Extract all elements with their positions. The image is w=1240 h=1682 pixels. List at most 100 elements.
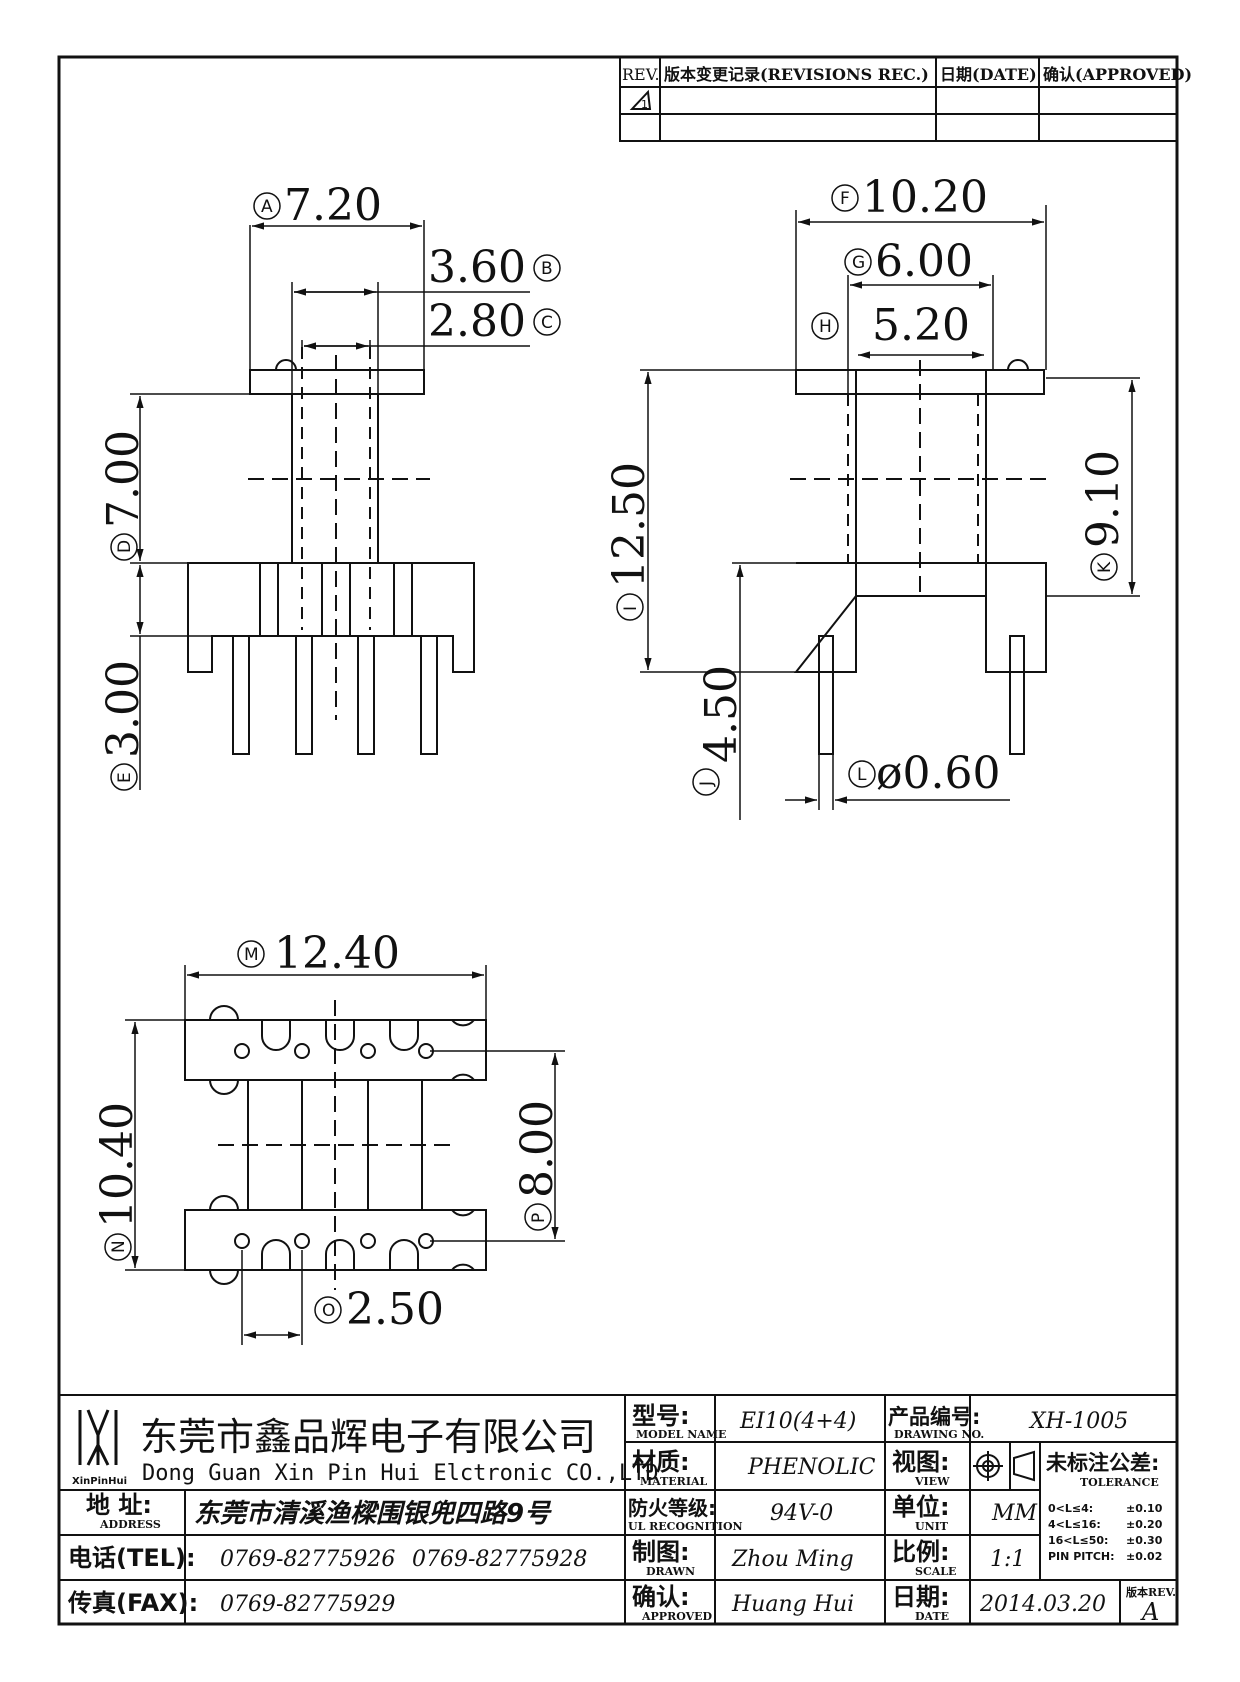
bottom-view-dimensions [125,965,565,1345]
side-view [790,359,1050,755]
svg-text:F: F [840,189,850,209]
svg-text:M: M [244,945,259,965]
svg-text:9.10: 9.10 [1078,450,1129,548]
flame-label: 防火等级: [628,1496,716,1520]
svg-text:12.40: 12.40 [274,928,400,979]
svg-text:2.80: 2.80 [428,296,526,347]
svg-text:H: H [819,317,832,337]
bottom-view [184,1000,487,1290]
company-logo [78,1409,118,1466]
fax-label: 传真(FAX): [67,1589,198,1617]
front-view [187,347,475,755]
svg-text:3.60: 3.60 [428,242,526,293]
fax-value: 0769-82775929 [220,1592,395,1617]
svg-text:C: C [541,313,553,333]
drawn-label-en: DRAWN [646,1565,695,1578]
tel-value-2: 0769-82775928 [412,1547,587,1572]
date-label: 日期: [892,1583,950,1611]
svg-text:B: B [541,259,553,279]
drawn-value: Zhou Ming [731,1547,854,1572]
svg-text:12.50: 12.50 [604,462,655,588]
revision-approved-header: 确认(APPROVED) [1043,65,1192,84]
scale-value: 1:1 [990,1547,1025,1572]
material-label-en: MATERIAL [640,1475,708,1488]
revision-mark: 1 [641,98,648,111]
dim-J: J 4.50 [692,665,747,796]
tel-label: 电话(TEL): [68,1544,196,1572]
tolerance-label: 未标注公差: [1046,1451,1159,1475]
company-name-cn: 东莞市鑫品辉电子有限公司 [140,1415,596,1459]
tolerance-label-en: TOLERANCE [1080,1476,1159,1489]
address-label: 地 址: [86,1491,152,1519]
svg-text:N: N [109,1240,129,1253]
svg-text:E: E [115,772,135,783]
rev-header: REV. [622,65,660,84]
dim-I: I 12.50 [604,462,655,621]
svg-text:±0.02: ±0.02 [1126,1550,1162,1563]
dim-L: L ø0.60 [848,748,1000,799]
approved-label: 确认: [632,1583,690,1611]
dim-K: K 9.10 [1078,450,1129,581]
svg-text:K: K [1095,561,1115,573]
scale-label: 比例: [892,1538,950,1566]
svg-text:2.50: 2.50 [346,1284,444,1335]
tolerance-table: 0<L≤4: ±0.10 4<L≤16: ±0.20 16<L≤50: ±0.3… [1048,1502,1163,1563]
svg-text:0<L≤4:: 0<L≤4: [1048,1502,1093,1515]
svg-text:A: A [261,197,273,217]
unit-label: 单位: [892,1493,950,1521]
svg-text:G: G [852,253,865,273]
svg-text:7.20: 7.20 [284,180,382,231]
svg-text:J: J [697,781,717,787]
drawn-label: 制图: [632,1538,690,1566]
svg-text:±0.20: ±0.20 [1126,1518,1163,1531]
view-label-en: VIEW [914,1475,950,1488]
svg-text:±0.10: ±0.10 [1126,1502,1163,1515]
material-value: PHENOLIC [747,1455,876,1480]
svg-text:P: P [529,1213,549,1223]
svg-text:10.20: 10.20 [862,172,988,223]
svg-text:4<L≤16:: 4<L≤16: [1048,1518,1101,1531]
scale-label-en: SCALE [915,1565,956,1578]
svg-text:PIN PITCH:: PIN PITCH: [1048,1550,1115,1563]
dim-G: G 6.00 [844,236,973,287]
unit-value: MM [991,1501,1038,1526]
model-label: 型号: [632,1402,690,1430]
date-value: 2014.03.20 [979,1592,1106,1617]
revision-table [619,56,1178,142]
svg-text:ø0.60: ø0.60 [876,748,1000,799]
dim-H: H 5.20 [811,300,970,351]
svg-text:3.00: 3.00 [98,660,149,758]
dim-C: 2.80 C [428,296,561,347]
address-value: 东莞市清溪渔樑围银兜四路9号 [194,1499,552,1529]
dim-F: F 10.20 [831,172,988,223]
dim-M: M 12.40 [237,928,400,979]
svg-text:4.50: 4.50 [696,665,747,763]
flame-label-en: UL RECOGNITION [628,1520,743,1533]
revisions-rec-header: 版本变更记录(REVISIONS REC.) [663,65,929,84]
svg-text:I: I [621,606,641,611]
projection-icon [973,1450,1035,1482]
dim-P: P 8.00 [512,1100,563,1231]
address-label-en: ADDRESS [99,1518,161,1531]
approved-value: Huang Hui [731,1592,854,1617]
svg-text:L: L [857,765,867,785]
material-label: 材质: [632,1448,690,1476]
outer-frame [57,55,1179,1626]
svg-text:6.00: 6.00 [875,236,973,287]
drawing-no-value: XH-1005 [1028,1409,1128,1434]
dim-E: E 3.00 [98,660,149,791]
svg-text:5.20: 5.20 [872,300,970,351]
title-block-grid [59,1394,1177,1624]
view-label: 视图: [892,1448,950,1476]
drawing-no-label: 产品编号: [888,1405,980,1429]
dim-B: 3.60 B [428,242,561,293]
tel-value-1: 0769-82775926 [220,1547,395,1572]
svg-text:7.00: 7.00 [98,430,149,528]
dim-D: D 7.00 [98,430,149,561]
front-view-dimensions [130,220,530,790]
unit-label-en: UNIT [915,1520,949,1533]
dim-A: A 7.20 [253,180,382,231]
date-label-en: DATE [915,1610,949,1623]
dim-O: O 2.50 [314,1284,444,1335]
